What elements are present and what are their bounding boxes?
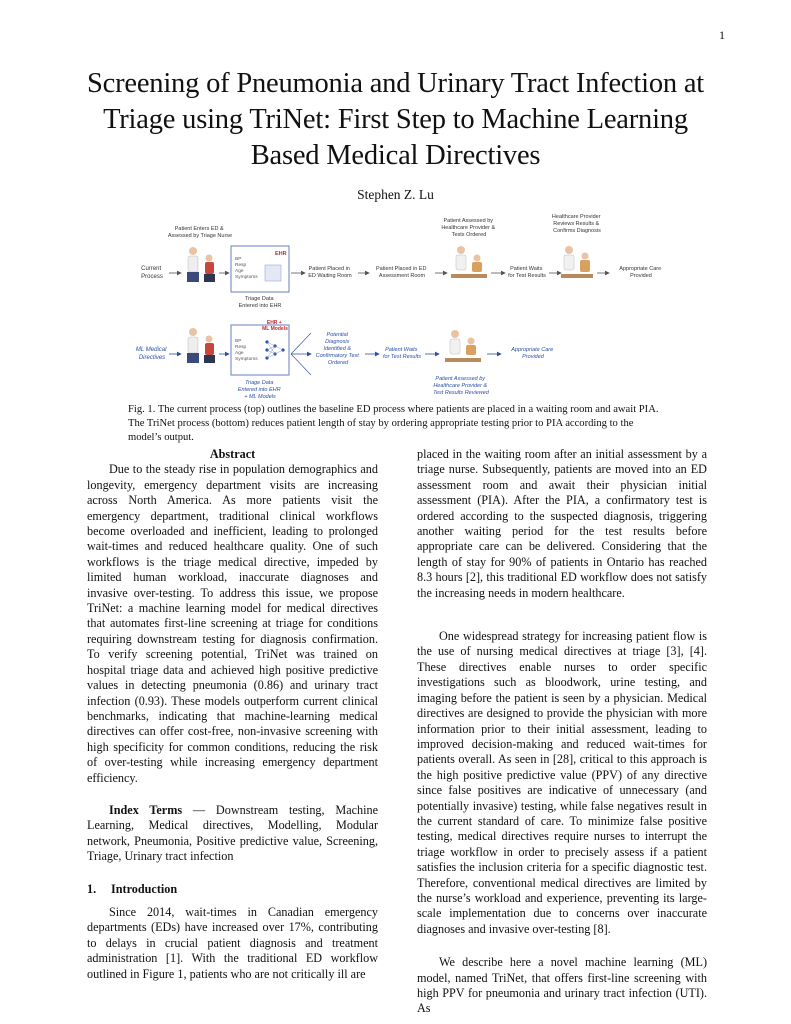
ehr-box-bottom (230, 324, 290, 376)
nurse-patient-illustration-bottom (187, 328, 215, 363)
left-column: Abstract Due to the steady rise in popul… (87, 447, 378, 982)
triage-label-top: Triage Data Entered into EHR (239, 296, 282, 309)
intro-paragraph-1: Since 2014, wait-times in Canadian emerg… (87, 904, 378, 981)
abstract-text: Due to the steady rise in population dem… (87, 462, 378, 785)
index-terms-label: Index Terms (109, 802, 183, 817)
right-paragraph-2: One widespread strategy for increasing p… (417, 629, 707, 936)
introduction-heading: 1. Introduction (87, 882, 378, 897)
figure-workflow-diagram: Current Process Patient Enters ED & Asse… (136, 214, 662, 400)
care-label-bottom: Appropriate Care Provided (510, 347, 554, 360)
top-enter-label: Patient Enters ED & Assessed by Triage N… (168, 226, 232, 239)
assessment-room-label: Patient Placed in ED Assessment Room (376, 266, 428, 279)
reviews-label-top: Healthcare Provider Reviews Results & Co… (552, 214, 602, 234)
page-number: 1 (719, 28, 725, 42)
assessed-label-top: Patient Assessed by Healthcare Provider … (441, 218, 496, 238)
waiting-room-label: Patient Placed in ED Waiting Room (308, 266, 352, 279)
triage-label-bottom: Triage Data Entered into EHR + ML Models (238, 380, 282, 400)
figure-caption: Fig. 1. The current process (top) outlin… (128, 404, 659, 443)
index-terms: Index Terms — Downstream testing, Machin… (87, 803, 378, 865)
section-title: Introduction (111, 881, 178, 896)
vitals-list-bottom: BP Resp Age Symptoms (235, 338, 258, 362)
assessed-label-bottom: Patient Assessed by Healthcare Provider … (433, 376, 490, 396)
doctor-patient-illustration-top (451, 246, 487, 278)
right-paragraph-3: We describe here a novel machine learnin… (417, 955, 707, 1016)
ehr-tag-bottom: EHR + ML Models (262, 320, 288, 332)
neural-network-icon (265, 340, 285, 360)
waits-label-bottom: Patient Waits for Test Results (383, 347, 421, 360)
abstract-heading: Abstract (209, 447, 256, 461)
waits-label-top: Patient Waits for Test Results (508, 266, 546, 279)
vitals-list-top: BP Resp Age Symptoms (235, 256, 258, 280)
doctor-patient-illustration-bottom (445, 330, 481, 362)
top-row-label: Current Process (141, 266, 163, 280)
author-name: Stephen Z. Lu (357, 187, 434, 202)
right-column: placed in the waiting room after an init… (417, 447, 707, 1017)
index-terms-text: — Downstream testing, Machine Learning, … (87, 802, 378, 864)
section-number: 1. (87, 881, 97, 896)
bottom-row-label: ML Medical Directives (136, 347, 168, 361)
nurse-patient-illustration-top (187, 247, 215, 282)
paper-title: Screening of Pneumonia and Urinary Tract… (86, 68, 705, 171)
right-paragraph-1: placed in the waiting room after an init… (417, 447, 707, 600)
potential-diagnosis-label: Potential Diagnosis Identified & Confirm… (316, 332, 361, 366)
provider-patient-illustration-top (561, 246, 593, 278)
ehr-tag-top: EHR (275, 251, 287, 257)
care-label-top: Appropriate Care Provided (619, 266, 662, 279)
